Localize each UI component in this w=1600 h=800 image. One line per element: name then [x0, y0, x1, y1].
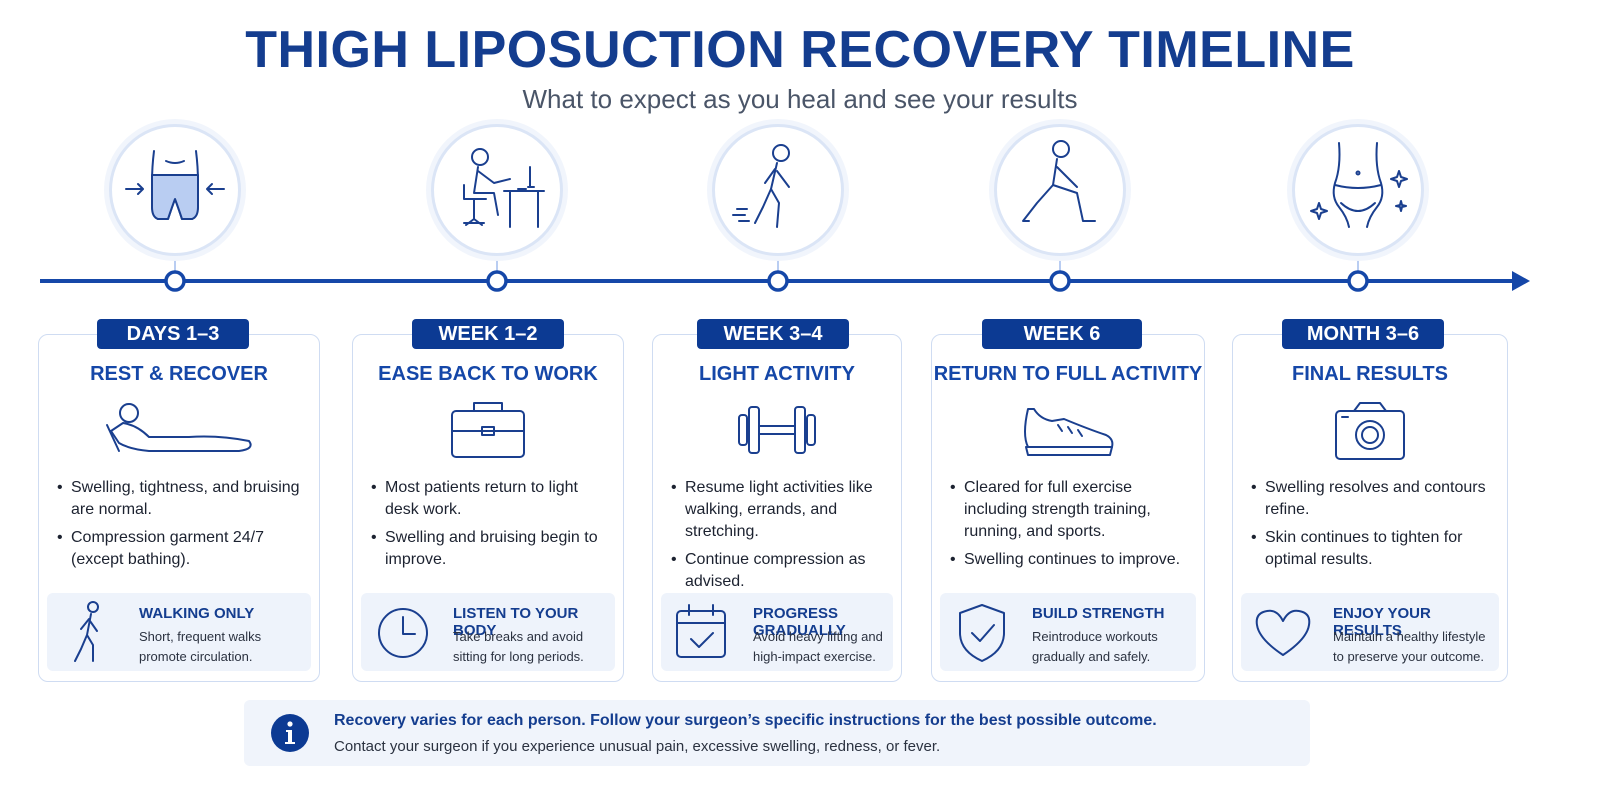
timeline-axis: [40, 256, 1530, 292]
tip-title: LISTEN TO YOUR BODY: [453, 605, 579, 639]
stage-card-5: FINAL RESULTS Swelling resolves and cont…: [1232, 334, 1508, 682]
stage-tip: ENJOY YOUR RESULTS Maintain a healthy li…: [1241, 593, 1499, 671]
sneaker-icon: [978, 395, 1158, 465]
dumbbell-icon: [687, 395, 867, 465]
stage-title: FINAL RESULTS: [1292, 363, 1448, 385]
tip-title: WALKING ONLY: [139, 605, 255, 622]
compression-garment-icon: [109, 124, 241, 256]
info-note: Recovery varies for each person. Follow …: [244, 700, 1310, 766]
stage-title: REST & RECOVER: [90, 363, 268, 385]
stage-bullets: Swelling resolves and contours refine. S…: [1251, 477, 1495, 577]
stage-title: EASE BACK TO WORK: [378, 363, 598, 385]
stage-badge: WEEK 1–2: [412, 319, 564, 349]
walking-person-icon: [57, 597, 121, 667]
contoured-hips-sparkle-icon: [1292, 124, 1424, 256]
stage-card-3: LIGHT ACTIVITY Resume light activities l…: [652, 334, 902, 682]
heart-icon: [1251, 597, 1315, 667]
note-sub-text: Contact your surgeon if you experience u…: [334, 738, 941, 755]
clock-icon: [371, 597, 435, 667]
stage-card-2: EASE BACK TO WORK Most patients return t…: [352, 334, 624, 682]
bullet-item: Swelling resolves and contours refine.: [1251, 477, 1495, 521]
stage-tip: WALKING ONLY Short, frequent walks promo…: [47, 593, 311, 671]
lunge-exercise-icon: [994, 124, 1126, 256]
stage-card-4: RETURN TO FULL ACTIVITY Cleared for full…: [931, 334, 1205, 682]
stage-tip: LISTEN TO YOUR BODY Take breaks and avoi…: [361, 593, 615, 671]
tip-text: Take breaks and avoid sitting for long p…: [453, 629, 584, 664]
desk-worker-icon: [431, 124, 563, 256]
tip-title: PROGRESS GRADUALLY: [753, 605, 846, 639]
stage-tip: BUILD STRENGTH Reintroduce workouts grad…: [940, 593, 1196, 671]
timeline-arrow-head: [1512, 271, 1530, 291]
stage-badge: WEEK 3–4: [697, 319, 849, 349]
page-title: THIGH LIPOSUCTION RECOVERY TIMELINE: [245, 21, 1355, 79]
tip-text: Reintroduce workouts gradually and safel…: [1032, 629, 1158, 664]
stage-bullets: Resume light activities like walking, er…: [671, 477, 889, 599]
bullet-item: Continue compression as advised.: [671, 549, 889, 593]
tip-text: Avoid heavy lifting and high-impact exer…: [753, 629, 883, 664]
walking-person-icon: [712, 124, 844, 256]
info-icon: [270, 713, 310, 753]
note-main-text: Recovery varies for each person. Follow …: [334, 712, 1157, 729]
timeline-node: [1347, 270, 1369, 292]
tip-title: ENJOY YOUR RESULTS: [1333, 605, 1431, 639]
bullet-item: Resume light activities like walking, er…: [671, 477, 889, 543]
bullet-item: Swelling continues to improve.: [950, 549, 1192, 571]
stage-bullets: Swelling, tightness, and bruising are no…: [57, 477, 307, 577]
briefcase-icon: [398, 395, 578, 465]
tip-text: Maintain a healthy lifestyle to preserve…: [1333, 629, 1486, 664]
shield-check-icon: [950, 597, 1014, 667]
bullet-item: Swelling and bruising begin to improve.: [371, 527, 611, 571]
timeline-node: [1049, 270, 1071, 292]
stage-badge: MONTH 3–6: [1282, 319, 1444, 349]
tip-text: Short, frequent walks promote circulatio…: [139, 629, 262, 664]
camera-icon: [1280, 395, 1460, 465]
stage-title: RETURN TO FULL ACTIVITY: [933, 363, 1203, 385]
timeline-node: [164, 270, 186, 292]
stage-bullets: Most patients return to light desk work.…: [371, 477, 611, 577]
stage-badge: DAYS 1–3: [97, 319, 249, 349]
bullet-item: Most patients return to light desk work.: [371, 477, 611, 521]
tip-title: BUILD STRENGTH: [1032, 605, 1165, 622]
page-subtitle: What to expect as you heal and see your …: [522, 84, 1078, 114]
bullet-item: Cleared for full exercise including stre…: [950, 477, 1192, 543]
stage-card-1: REST & RECOVER Swelling, tightness, and …: [38, 334, 320, 682]
bullet-item: Skin continues to tighten for optimal re…: [1251, 527, 1495, 571]
stage-tip: PROGRESS GRADUALLY Avoid heavy lifting a…: [661, 593, 893, 671]
bullet-item: Compression garment 24/7 (except bathing…: [57, 527, 307, 571]
timeline-node: [486, 270, 508, 292]
timeline-node: [767, 270, 789, 292]
calendar-check-icon: [671, 597, 735, 667]
stage-bullets: Cleared for full exercise including stre…: [950, 477, 1192, 577]
lying-person-icon: [89, 395, 269, 465]
bullet-item: Swelling, tightness, and bruising are no…: [57, 477, 307, 521]
stage-badge: WEEK 6: [982, 319, 1142, 349]
stage-title: LIGHT ACTIVITY: [699, 363, 855, 385]
